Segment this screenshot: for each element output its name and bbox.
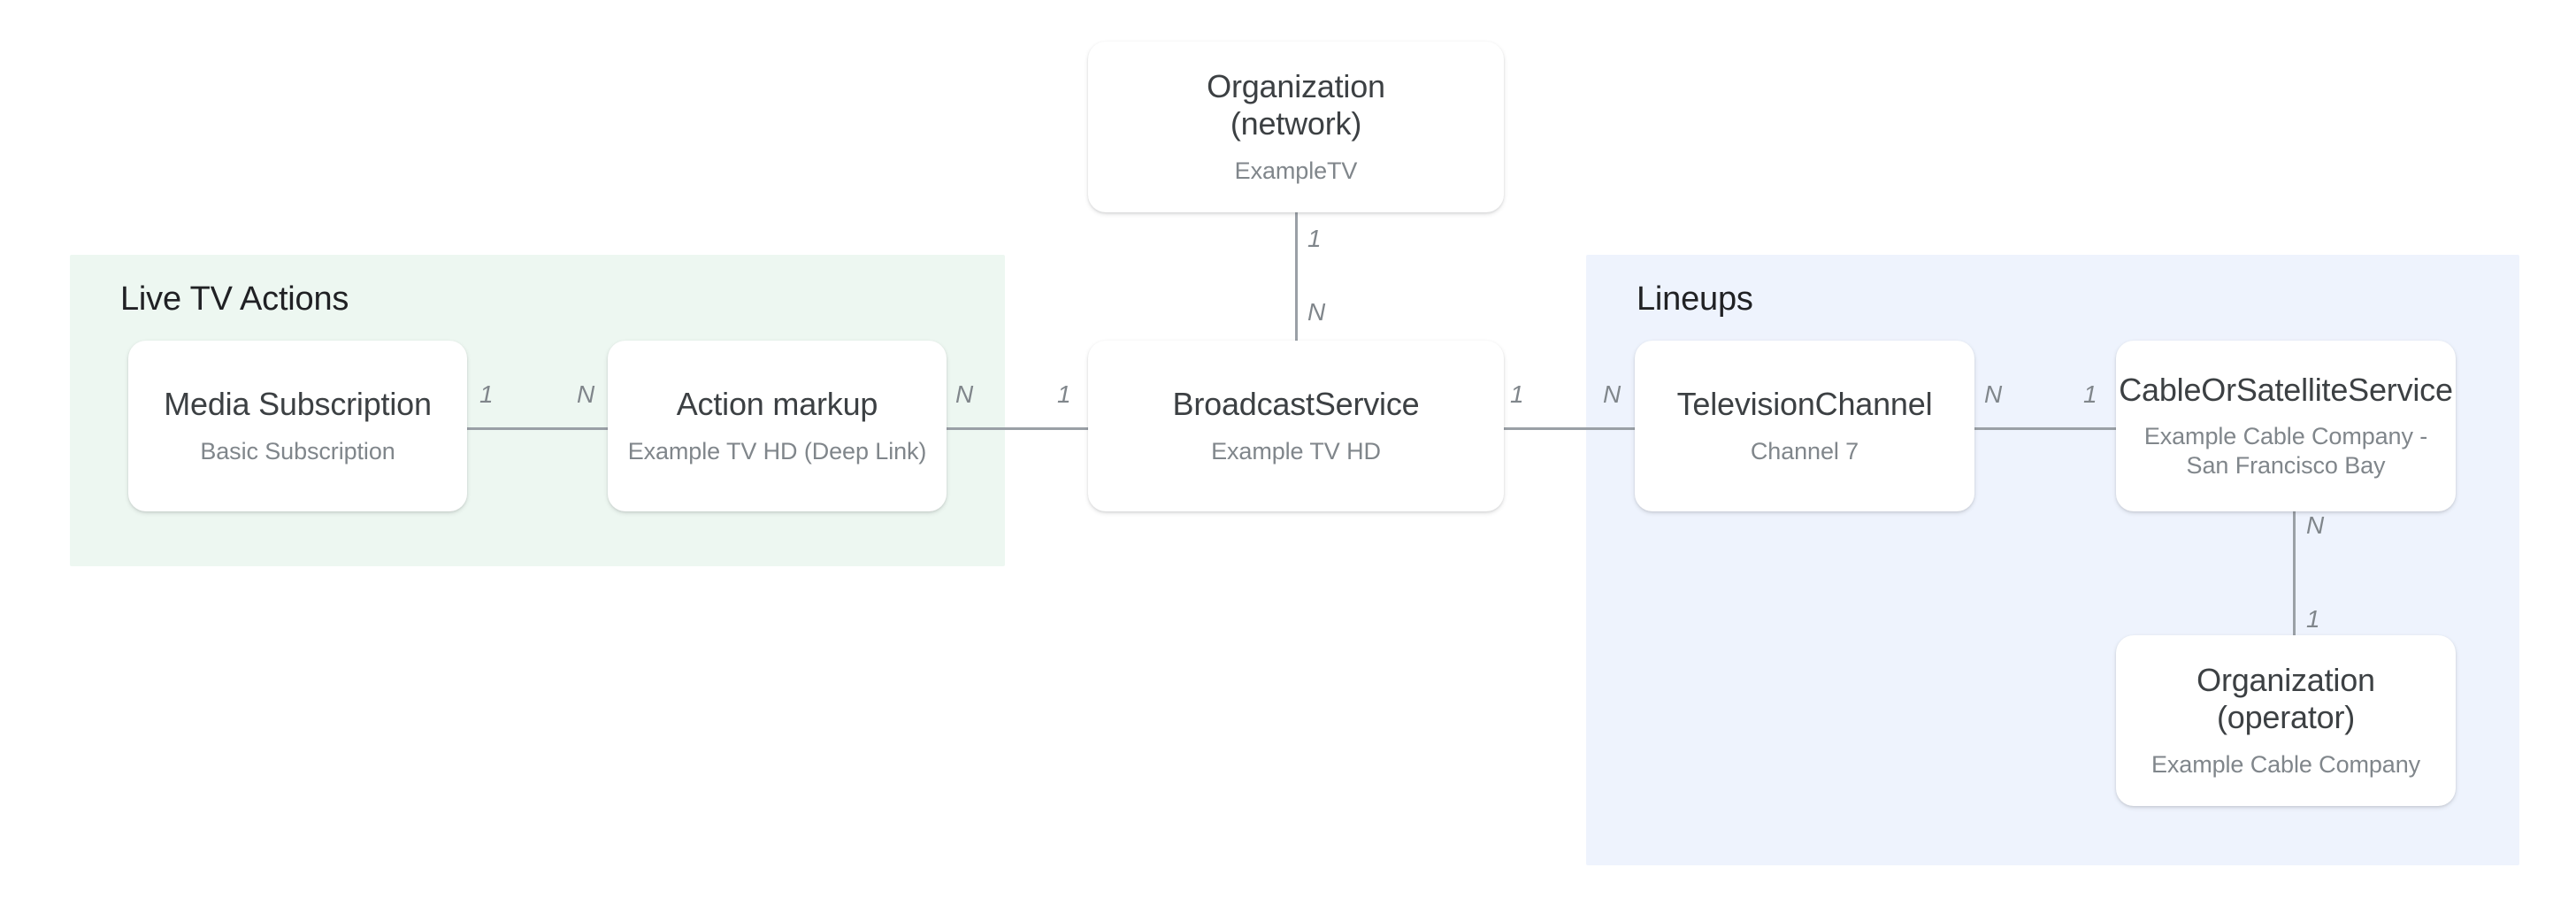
edge-label-action-to-broadcast-from: N [955, 380, 974, 408]
node-subtitle-action-markup: Example TV HD (Deep Link) [627, 437, 927, 465]
node-subtitle-media-subscription: Basic Subscription [200, 437, 395, 465]
edge-label-channel-to-cable-to: 1 [2083, 380, 2097, 408]
node-card-organization-network[interactable]: Organization (network) ExampleTV [1088, 42, 1504, 212]
edge-television-channel-to-cable-service [1967, 427, 2123, 430]
node-card-broadcast-service[interactable]: BroadcastService Example TV HD [1088, 341, 1504, 511]
edge-label-media-sub-to-action-from: 1 [479, 380, 494, 408]
edge-label-broadcast-to-channel-to: N [1603, 380, 1622, 408]
edge-label-cable-to-operator-to: 1 [2306, 605, 2320, 633]
edge-label-action-to-broadcast-to: 1 [1057, 380, 1071, 408]
edge-broadcast-service-to-television-channel [1497, 427, 1642, 430]
node-card-television-channel[interactable]: TelevisionChannel Channel 7 [1635, 341, 1974, 511]
edge-cable-service-to-org-operator [2293, 511, 2296, 640]
node-subtitle-organization-network: ExampleTV [1234, 157, 1358, 184]
edge-org-network-to-broadcast-service [1295, 212, 1298, 341]
node-card-action-markup[interactable]: Action markup Example TV HD (Deep Link) [608, 341, 947, 511]
node-subtitle-broadcast-service: Example TV HD [1211, 437, 1381, 465]
node-subtitle-cable-or-satellite-service: Example Cable Company - San Francisco Ba… [2143, 423, 2428, 480]
node-title-cable-or-satellite-service: CableOrSatelliteService [2119, 371, 2453, 408]
edge-label-org-network-to-broadcast-from: 1 [1307, 225, 1322, 252]
node-card-cable-or-satellite-service[interactable]: CableOrSatelliteService Example Cable Co… [2116, 341, 2456, 511]
node-subtitle-organization-operator: Example Cable Company [2150, 750, 2421, 778]
edge-label-media-sub-to-action-to: N [577, 380, 595, 408]
node-subtitle-television-channel: Channel 7 [1750, 437, 1859, 465]
group-title-live-tv-actions: Live TV Actions [120, 280, 349, 318]
node-title-media-subscription: Media Subscription [164, 386, 432, 423]
node-title-action-markup: Action markup [676, 386, 878, 423]
group-title-lineups: Lineups [1637, 280, 1753, 318]
node-card-media-subscription[interactable]: Media Subscription Basic Subscription [128, 341, 467, 511]
node-title-television-channel: TelevisionChannel [1676, 386, 1933, 423]
edge-media-subscription-to-action-markup [460, 427, 615, 430]
edge-label-org-network-to-broadcast-to: N [1307, 298, 1326, 326]
node-title-organization-network: Organization (network) [1207, 68, 1385, 142]
node-card-organization-operator[interactable]: Organization (operator) Example Cable Co… [2116, 635, 2456, 806]
edge-label-broadcast-to-channel-from: 1 [1510, 380, 1524, 408]
node-title-broadcast-service: BroadcastService [1172, 386, 1420, 423]
edge-label-cable-to-operator-from: N [2306, 511, 2325, 539]
edge-label-channel-to-cable-from: N [1984, 380, 2003, 408]
edge-action-markup-to-broadcast-service [939, 427, 1095, 430]
node-title-organization-operator: Organization (operator) [2196, 662, 2375, 736]
